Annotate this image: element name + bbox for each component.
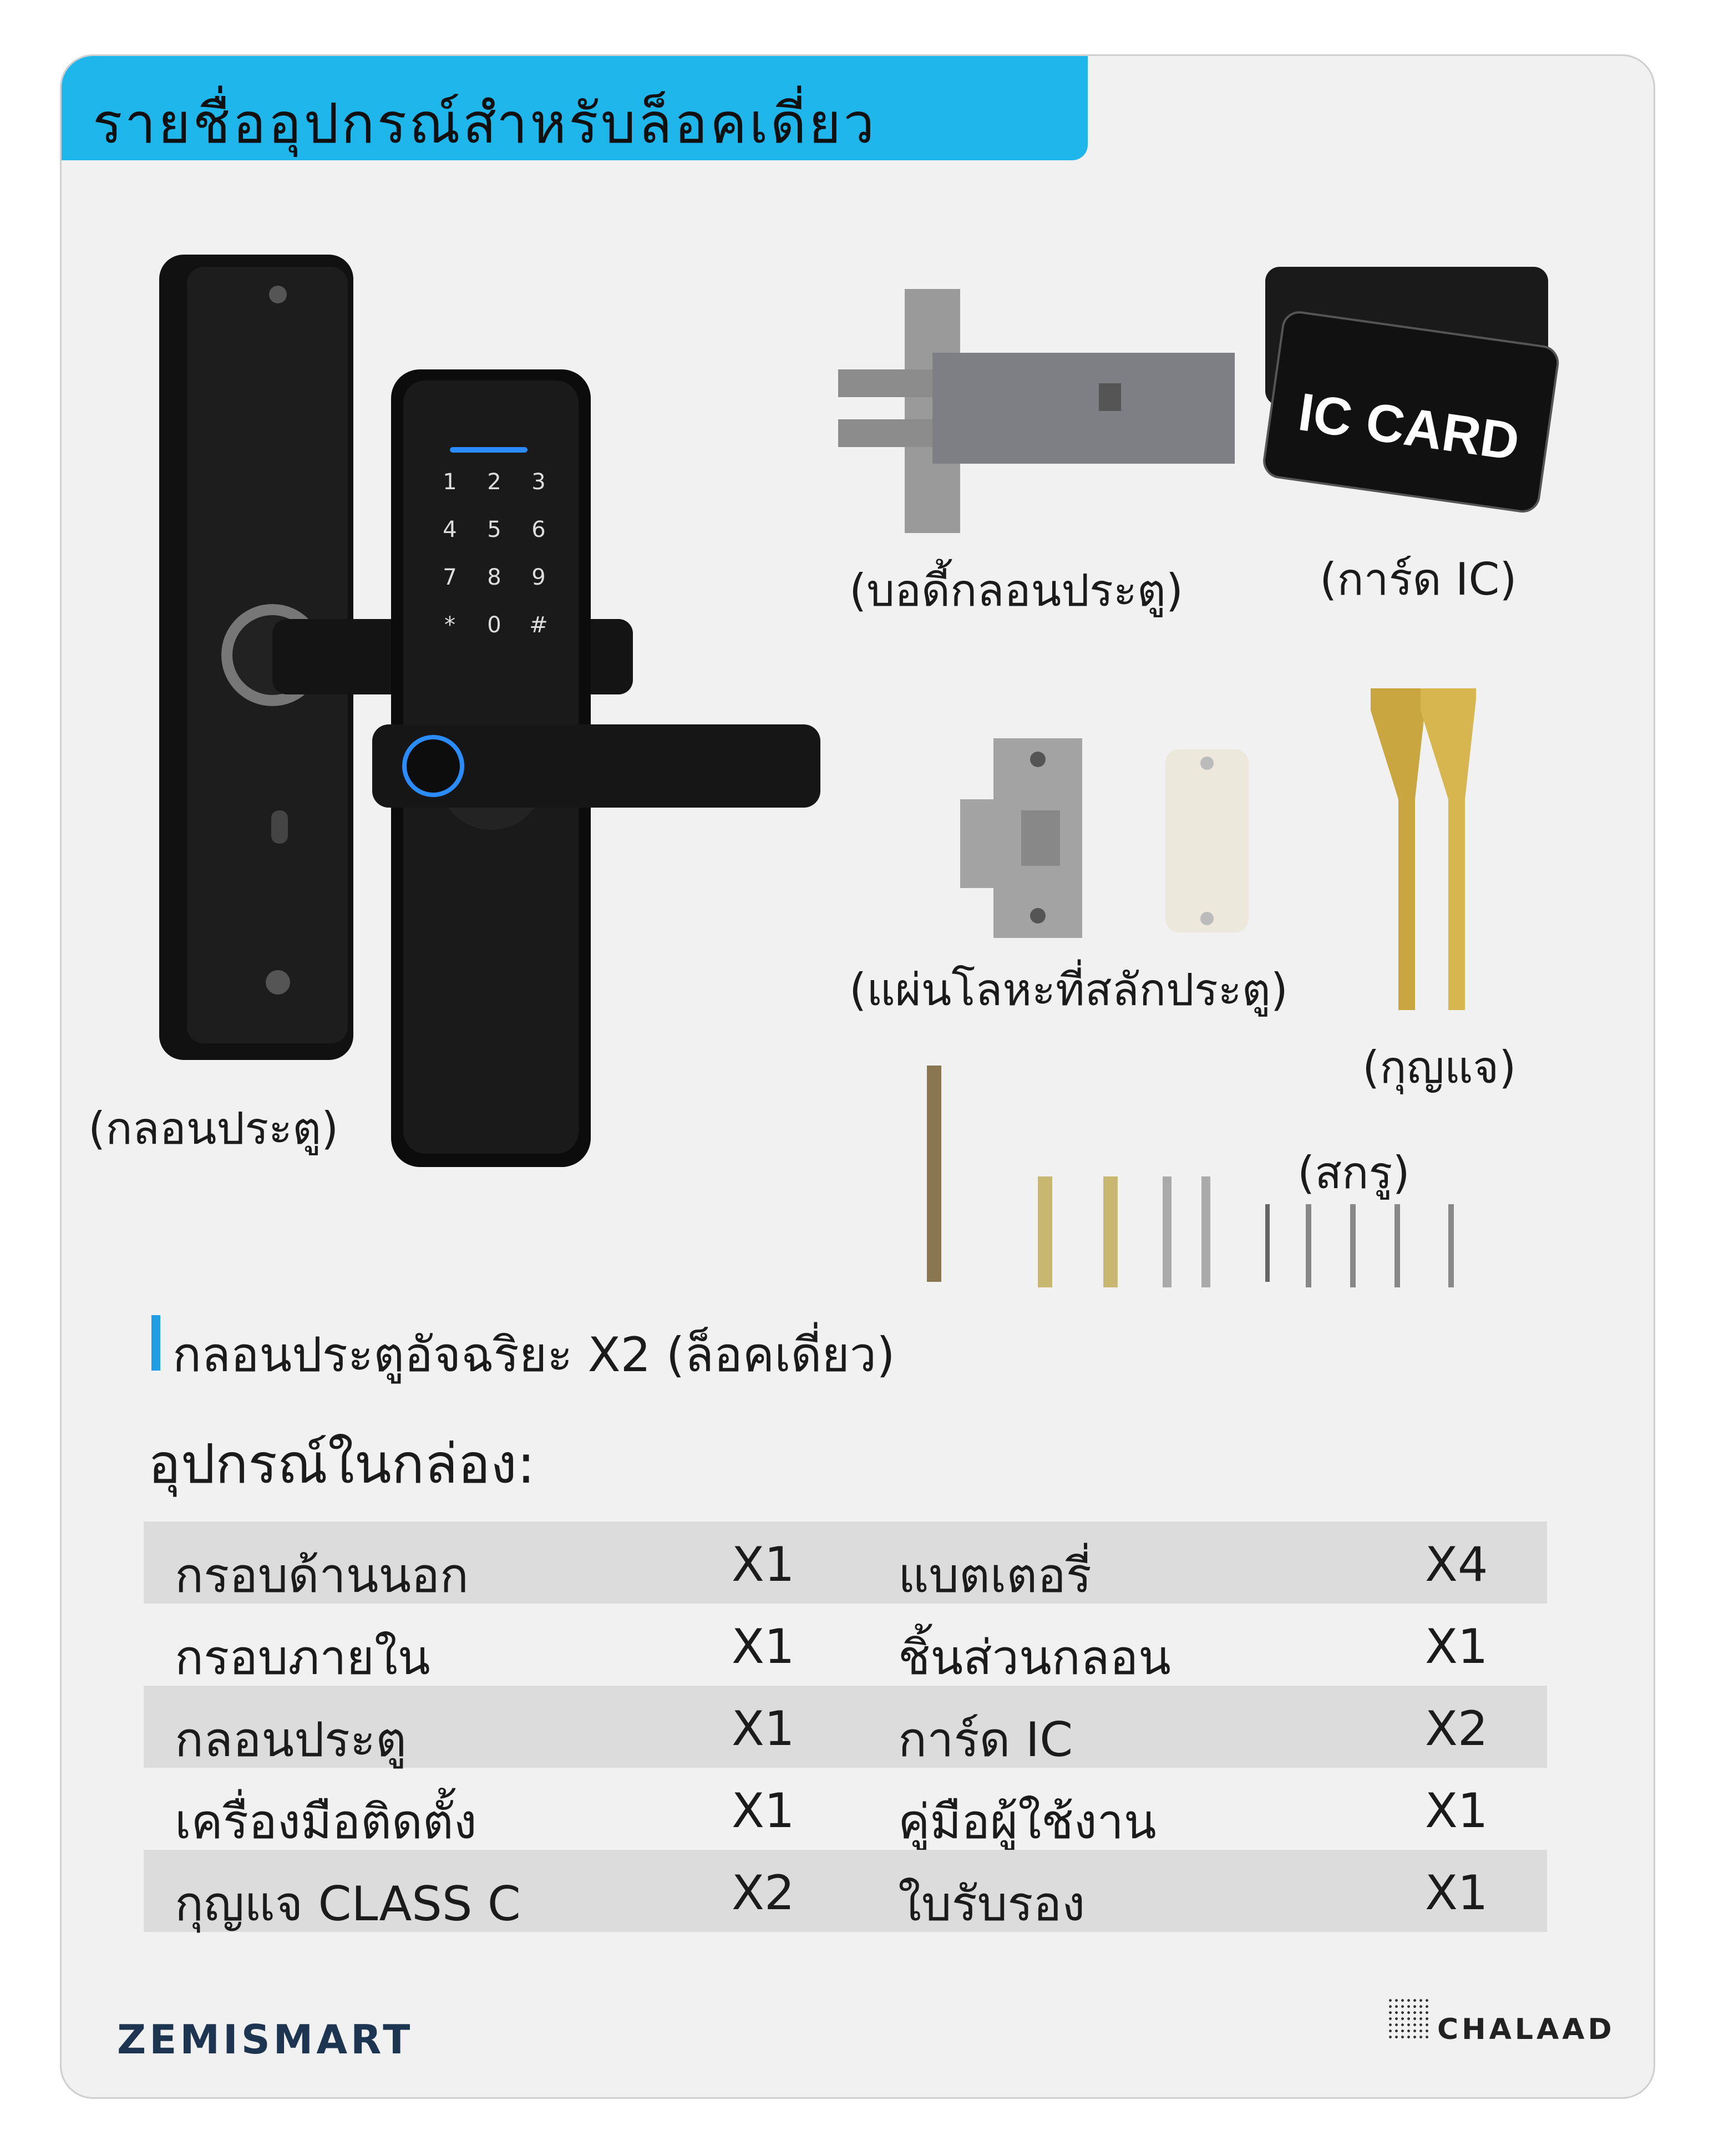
lock-body-image: [838, 289, 1235, 533]
item-qty: X1: [732, 1701, 795, 1757]
keypad-key: 6: [531, 517, 546, 542]
keypad-key: 9: [531, 565, 546, 590]
keypad-key: 4: [443, 517, 457, 542]
strike-plate-image: [960, 738, 1249, 938]
item-qty: X1: [732, 1619, 795, 1675]
table-row: เครื่องมือติดตั้ง X1 คู่มือผู้ใช้งาน X1: [144, 1768, 1547, 1850]
section-title: กลอนประตูอัจฉริยะ X2 (ล็อคเดี่ยว): [173, 1327, 895, 1383]
item-name: การ์ด IC: [898, 1712, 1073, 1768]
keypad-key: 0: [487, 612, 501, 638]
brand-logo: ZEMISMART: [117, 2016, 414, 2063]
product-card: รายชื่ออุปกรณ์สำหรับล็อคเดี่ยว 1 2 3 4 5 6 7 8 9…: [60, 54, 1655, 2099]
handle-label: (กลอนประตู): [88, 1103, 339, 1154]
table-row: กลอนประตู X1 การ์ด IC X2: [144, 1686, 1547, 1768]
lock-body-label: (บอดี้กลอนประตู): [849, 565, 1184, 616]
item-name: ใบรับรอง: [898, 1876, 1086, 1932]
smart-lock-illustration: [159, 255, 820, 1167]
item-name: กลอนประตู: [175, 1712, 407, 1768]
item-name: ชิ้นส่วนกลอน: [898, 1630, 1171, 1686]
item-name: เครื่องมือติดตั้ง: [175, 1794, 477, 1850]
keypad: 1 2 3 4 5 6 7 8 9 * 0 #: [428, 469, 561, 638]
item-qty: X4: [1425, 1537, 1488, 1592]
item-qty: X1: [1425, 1619, 1488, 1675]
table-row: กรอบภายใน X1 ชิ้นส่วนกลอน X1: [144, 1604, 1547, 1686]
table-row: กุญแจ CLASS C X2 ใบรับรอง X1: [144, 1850, 1547, 1932]
strike-plate-label: (แผ่นโลหะที่สลักประตู): [849, 964, 1288, 1016]
item-qty: X1: [732, 1537, 795, 1592]
item-name: กรอบด้านนอก: [175, 1548, 469, 1604]
item-name: คู่มือผู้ใช้งาน: [898, 1794, 1157, 1850]
contents-table: กรอบด้านนอก X1 แบตเตอรี่ X4 กรอบภายใน X1…: [144, 1521, 1547, 1932]
page-title: รายชื่ออุปกรณ์สำหรับล็อคเดี่ยว: [93, 91, 877, 156]
item-qty: X2: [1425, 1701, 1488, 1757]
partner-logo: CHALAAD: [1437, 2013, 1615, 2046]
keypad-key: 5: [487, 517, 501, 542]
item-qty: X2: [732, 1865, 795, 1921]
ic-card-image: IC CARD: [1263, 267, 1559, 513]
keypad-key: 7: [443, 565, 457, 590]
keypad-key: 8: [487, 565, 501, 590]
key-image: [1371, 688, 1476, 1010]
section-accent-bar: [151, 1315, 160, 1371]
title-banner: รายชื่ออุปกรณ์สำหรับล็อคเดี่ยว: [62, 56, 1088, 160]
item-name: กรอบภายใน: [175, 1630, 430, 1686]
keypad-key: 2: [487, 469, 501, 495]
keypad-key: #: [529, 612, 548, 638]
screws-label: (สกรู): [1297, 1147, 1410, 1199]
item-name: กุญแจ CLASS C: [175, 1876, 521, 1932]
screws-image: [927, 1066, 1454, 1287]
item-name: แบตเตอรี่: [898, 1548, 1092, 1604]
partner-logo-icon: [1387, 1997, 1432, 2042]
item-qty: X1: [1425, 1783, 1488, 1839]
box-contents-title: อุปกรณ์ในกล่อง:: [148, 1433, 535, 1496]
item-qty: X1: [1425, 1865, 1488, 1921]
keypad-key: 3: [531, 469, 546, 495]
ic-card-label: (การ์ด IC): [1320, 554, 1517, 605]
keypad-key: 1: [443, 469, 457, 495]
item-qty: X1: [732, 1783, 795, 1839]
table-row: กรอบด้านนอก X1 แบตเตอรี่ X4: [144, 1521, 1547, 1604]
key-label: (กุญแจ): [1362, 1042, 1517, 1093]
keypad-key: *: [444, 612, 455, 638]
